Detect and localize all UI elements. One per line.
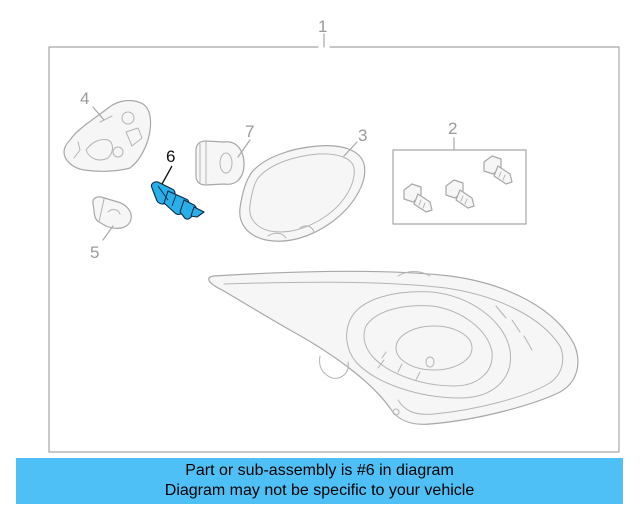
callout-4[interactable]: 4 bbox=[80, 89, 89, 108]
callout-3[interactable]: 3 bbox=[358, 126, 367, 145]
info-banner: Part or sub-assembly is #6 in diagram Di… bbox=[16, 458, 623, 504]
callout-7-leader bbox=[237, 139, 251, 158]
part-5-bulb-small[interactable] bbox=[92, 196, 132, 229]
part-2-bolts-box bbox=[392, 149, 527, 225]
callout-5[interactable]: 5 bbox=[90, 243, 99, 262]
part-2-bolt-c[interactable] bbox=[483, 155, 513, 185]
part-7-bulb-large[interactable] bbox=[195, 140, 245, 186]
banner-disclaimer: Diagram may not be specific to your vehi… bbox=[164, 482, 475, 499]
callout-2[interactable]: 2 bbox=[448, 119, 457, 138]
callout-3-leader bbox=[343, 141, 358, 157]
assembly-frame bbox=[48, 46, 620, 453]
part-2-bolt-a[interactable] bbox=[403, 183, 433, 213]
callout-6-leader bbox=[161, 165, 173, 185]
callout-5-leader bbox=[102, 225, 114, 241]
callout-7[interactable]: 7 bbox=[245, 122, 254, 141]
tail-lamp-housing[interactable] bbox=[208, 270, 579, 425]
callout-4-leader bbox=[92, 106, 105, 121]
parts-diagram: 1 4 7 6 5 bbox=[48, 17, 620, 453]
part-3-gasket[interactable] bbox=[239, 145, 366, 242]
part-4-socket-bracket[interactable] bbox=[63, 99, 152, 172]
part-2-bolt-b[interactable] bbox=[445, 179, 475, 209]
banner-part-note: Part or sub-assembly is #6 in diagram bbox=[185, 462, 454, 479]
callout-6[interactable]: 6 bbox=[166, 147, 175, 166]
part-6-highlighted[interactable] bbox=[150, 181, 205, 220]
callout-1[interactable]: 1 bbox=[318, 17, 327, 36]
